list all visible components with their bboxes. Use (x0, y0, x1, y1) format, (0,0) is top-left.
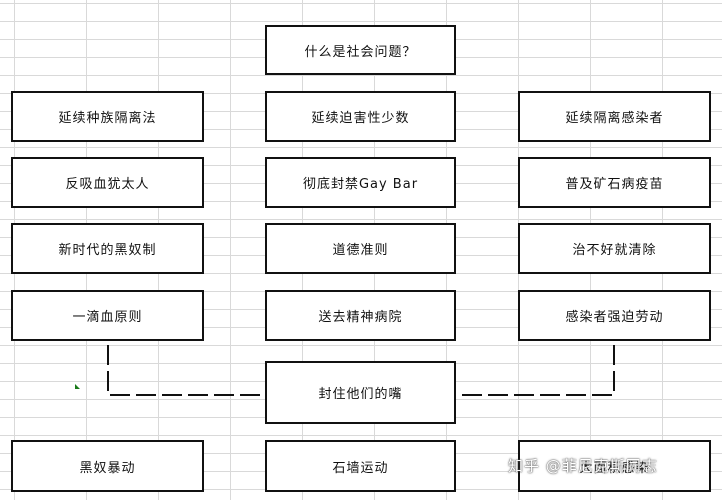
left-box-3-text: 新时代的黑奴制 (58, 243, 157, 258)
left-box-2: 反吸血犹太人 (11, 157, 204, 208)
bottom-middle-text: 石墙运动 (332, 460, 389, 476)
middle-box-3-text: 道德准则 (332, 243, 389, 258)
left-box-2-text: 反吸血犹太人 (65, 177, 150, 192)
right-box-1: 延续隔离感染者 (518, 91, 711, 142)
right-box-2: 普及矿石病疫苗 (518, 157, 711, 208)
center-box: 封住他们的嘴 (265, 361, 456, 424)
left-box-3: 新时代的黑奴制 (11, 223, 204, 274)
middle-box-2: 彻底封禁Gay Bar (265, 157, 456, 208)
left-box-1: 延续种族隔离法 (11, 91, 204, 142)
middle-box-1-text: 延续迫害性少数 (311, 111, 410, 126)
right-box-4: 感染者强迫劳动 (518, 290, 711, 341)
right-box-3-text: 治不好就清除 (572, 243, 657, 258)
bottom-left-text: 黑奴暴动 (79, 460, 136, 476)
center-box-text: 封住他们的嘴 (318, 387, 403, 402)
middle-box-3: 道德准则 (265, 223, 456, 274)
zhihu-watermark: 知乎 @菲尼克斯同志 (508, 457, 658, 475)
left-box-4-text: 一滴血原则 (72, 310, 143, 325)
right-connector (456, 345, 615, 396)
bottom-middle-box: 石墙运动 (265, 440, 456, 492)
bottom-right-text: 大面积感染 (579, 460, 650, 476)
right-box-3: 治不好就清除 (518, 223, 711, 274)
right-box-4-text: 感染者强迫劳动 (565, 310, 664, 325)
middle-box-2-text: 彻底封禁Gay Bar (302, 177, 419, 192)
question-text: 什么是社会问题？ (304, 44, 417, 60)
middle-box-4: 送去精神病院 (265, 290, 456, 341)
right-box-1-text: 延续隔离感染者 (565, 111, 664, 126)
middle-box-4-text: 送去精神病院 (318, 310, 403, 325)
bottom-right-box: 大面积感染 (518, 440, 711, 492)
left-connector (107, 345, 265, 396)
bottom-left-box: 黑奴暴动 (11, 440, 204, 492)
left-box-1-text: 延续种族隔离法 (58, 111, 157, 126)
cell-corner-marker (75, 384, 80, 389)
right-box-2-text: 普及矿石病疫苗 (565, 177, 664, 192)
left-box-4: 一滴血原则 (11, 290, 204, 341)
question-box: 什么是社会问题？ (265, 25, 456, 75)
middle-box-1: 延续迫害性少数 (265, 91, 456, 142)
